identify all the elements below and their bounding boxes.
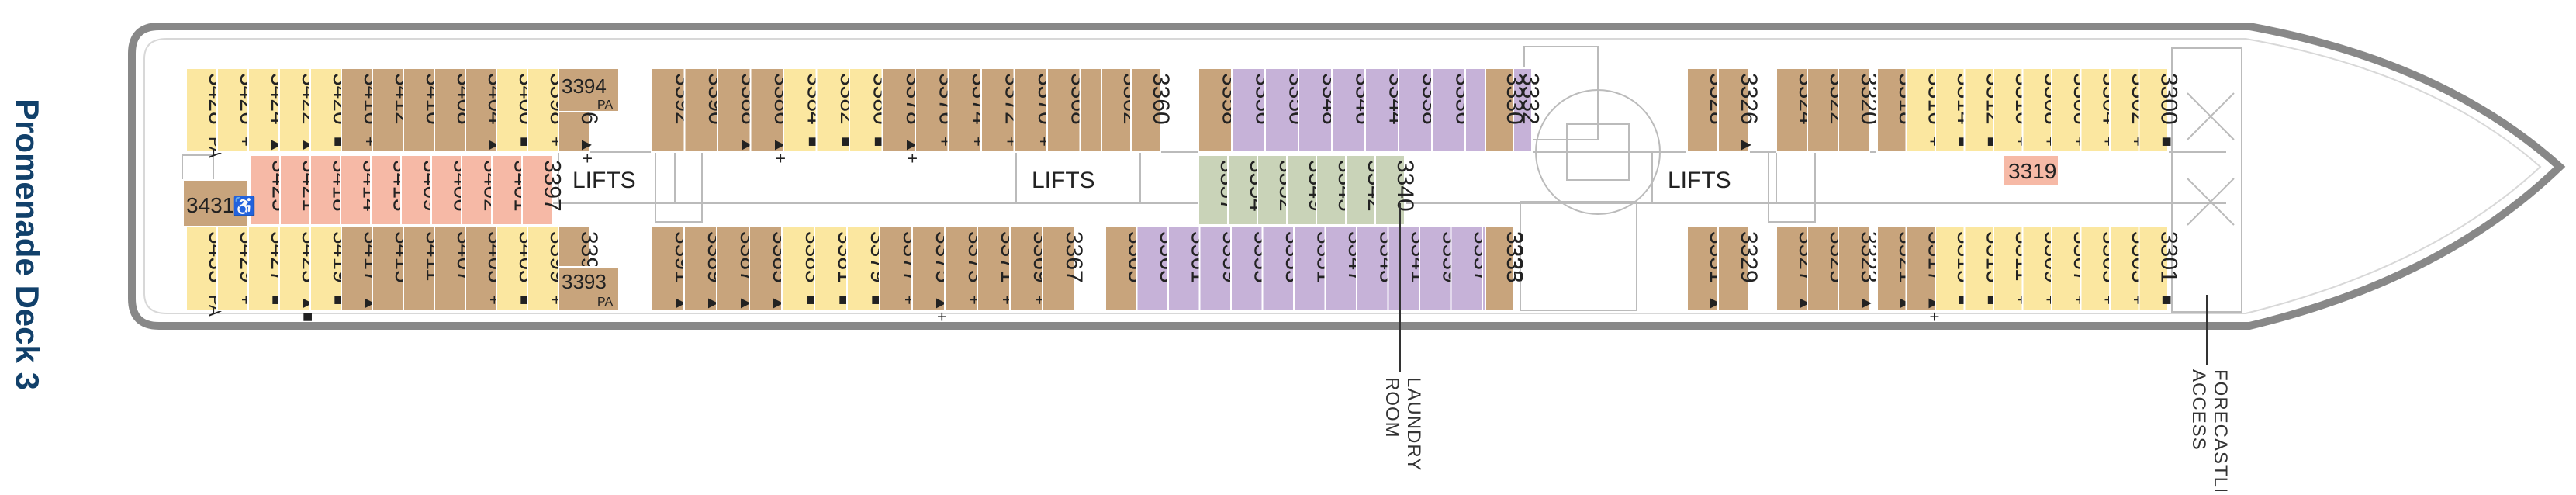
room-number: 3301 (2156, 231, 2181, 283)
room-3323[interactable]: 3323▲ (1838, 226, 1882, 312)
room-symbol: ■ (2157, 137, 2177, 147)
room-3375[interactable]: 3375▲+ (911, 226, 956, 322)
room-number: 3326 (1736, 73, 1762, 125)
room-3393[interactable]: 3393 PA (558, 266, 620, 311)
room-3368[interactable]: 3368 (1046, 68, 1091, 153)
wheelchair-icon: ♿ (233, 196, 256, 217)
room-3326[interactable]: 3326 ▲ (1717, 68, 1762, 154)
room-symbol: ▲+ (578, 137, 597, 164)
rooms-bottom-row: 3433PA3429+3427■3423▲■3419■3417▲34153411… (185, 226, 2182, 322)
room-3348[interactable]: 3348 (1298, 68, 1343, 153)
room-number: 3397 (540, 160, 565, 212)
room-3393-label: 3393 (562, 270, 607, 293)
room-3300[interactable]: 3300 ■ (2138, 68, 2182, 153)
room-3394-label: 3394 (562, 74, 607, 98)
room-3333[interactable]: 3333 (1485, 226, 1527, 311)
lifts-mid: LIFTS (1032, 168, 1095, 193)
room-symbol: ▲ (1858, 295, 1877, 312)
room-3385[interactable]: 3385▲ (749, 226, 794, 312)
room-3356[interactable]: 3356 (1231, 68, 1277, 153)
room-symbol: ■ (2157, 295, 2177, 305)
room-3360[interactable]: 3360 (1130, 68, 1174, 153)
room-3381[interactable]: 3381■ (814, 226, 859, 311)
room-3316[interactable]: 3316+ (1905, 68, 1949, 153)
forecastle-callout: FORECASTLE ACCESS (2188, 369, 2231, 495)
hull-inner-line (143, 38, 2542, 314)
room-number: 3340 (1392, 160, 1418, 212)
laundry-callout: LAUNDRY ROOM (1381, 377, 1424, 471)
room-3431[interactable]: 3431 ♿ (182, 179, 256, 227)
room-3301[interactable]: 3301 ■ (2138, 226, 2182, 311)
room-number: 3330 (1502, 73, 1527, 125)
rooms-inner-green: 3357335433523349334533423340 (1198, 154, 1418, 226)
laundry-label-1: LAUNDRY (1403, 377, 1424, 471)
forecastle-label-2: ACCESS (2188, 369, 2209, 451)
laundry-label-2: ROOM (1381, 377, 1402, 438)
deck-title: Promenade Deck 3 (9, 99, 46, 390)
room-number: 3329 (1736, 231, 1762, 283)
room-number: 3367 (1061, 231, 1087, 283)
lifts-fwd: LIFTS (1668, 168, 1731, 193)
rooms-inner-pink: 3425342134183414341334093406340234013397 (249, 154, 565, 226)
room-3319-label: 3319 (2008, 159, 2056, 183)
forecastle-label-1: FORECASTLE (2210, 369, 2231, 491)
room-number: 3333 (1502, 231, 1527, 283)
room-3431-label: 3431 (186, 193, 234, 217)
room-symbol: ▲ (1738, 137, 1757, 154)
room-3380[interactable]: 3380■ (849, 68, 894, 153)
room-3394[interactable]: 3394 PA (558, 68, 620, 112)
room-3397[interactable]: 3397 (521, 154, 565, 226)
room-3329[interactable]: 3329 (1717, 226, 1762, 311)
room-number: 3360 (1148, 73, 1174, 125)
room-number: 3300 (2156, 73, 2181, 125)
room-3350[interactable]: 3350 (1264, 68, 1310, 153)
room-3367[interactable]: 3367 (1042, 226, 1087, 311)
room-number: 3332 (1518, 73, 1544, 125)
room-3393-pa: PA (597, 296, 613, 309)
room-3319[interactable]: 3319 (2002, 154, 2059, 187)
room-3394-pa: PA (597, 99, 613, 112)
room-3330[interactable]: 3330 (1485, 68, 1527, 153)
lifts-aft: LIFTS (572, 168, 636, 193)
room-3346[interactable]: 3346 (1331, 68, 1377, 153)
